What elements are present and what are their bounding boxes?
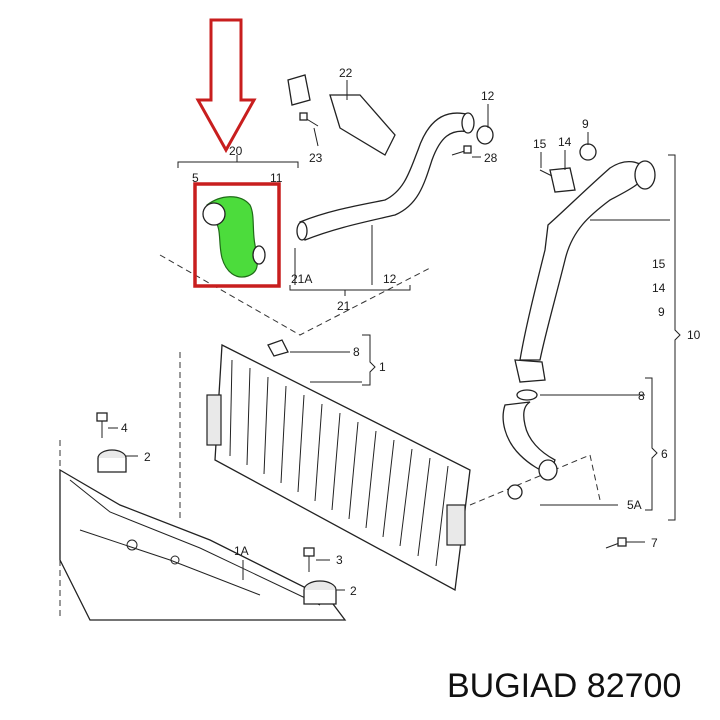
callout-1: 1 <box>379 360 386 374</box>
small-parts <box>96 74 627 605</box>
callout-15: 15 <box>533 137 547 151</box>
callout-6: 6 <box>661 447 668 461</box>
callout-5A: 5A <box>627 498 642 512</box>
callout-21A: 21A <box>291 272 312 286</box>
callout-9: 9 <box>582 117 589 131</box>
callout-2-lower: 2 <box>350 584 357 598</box>
callout-12-top: 12 <box>481 89 495 103</box>
pointer-arrow-icon <box>195 18 257 154</box>
callout-20: 20 <box>229 144 243 158</box>
callout-4: 4 <box>121 421 128 435</box>
intercooler <box>206 343 471 592</box>
watermark-text: BUGIAD 82700 <box>447 667 681 705</box>
highlighted-part <box>193 182 281 288</box>
callout-labels: 22 12 23 28 15 14 9 20 5 11 21A 12 21 15… <box>121 66 701 598</box>
callout-14-list: 14 <box>652 281 666 295</box>
callout-9-list: 9 <box>658 305 665 319</box>
bumper-carrier <box>59 468 347 621</box>
callout-5: 5 <box>192 171 199 185</box>
callout-2-upper: 2 <box>144 450 151 464</box>
callout-3: 3 <box>336 553 343 567</box>
callout-8-right: 8 <box>638 389 645 403</box>
callout-10: 10 <box>687 328 701 342</box>
callout-15-list: 15 <box>652 257 666 271</box>
callout-11: 11 <box>270 171 283 185</box>
callout-22: 22 <box>339 66 353 80</box>
callout-12-mid: 12 <box>383 272 397 286</box>
callout-23: 23 <box>309 151 323 165</box>
intercooler-fins <box>229 359 449 567</box>
callout-21: 21 <box>337 299 351 313</box>
highlight-box <box>193 182 281 288</box>
charge-pipes <box>296 112 656 481</box>
callout-7: 7 <box>651 536 658 550</box>
callout-14: 14 <box>558 135 572 149</box>
leader-lines <box>108 80 681 591</box>
callout-1A: 1A <box>234 544 249 558</box>
callout-28: 28 <box>484 151 498 165</box>
callout-8-left: 8 <box>353 345 360 359</box>
